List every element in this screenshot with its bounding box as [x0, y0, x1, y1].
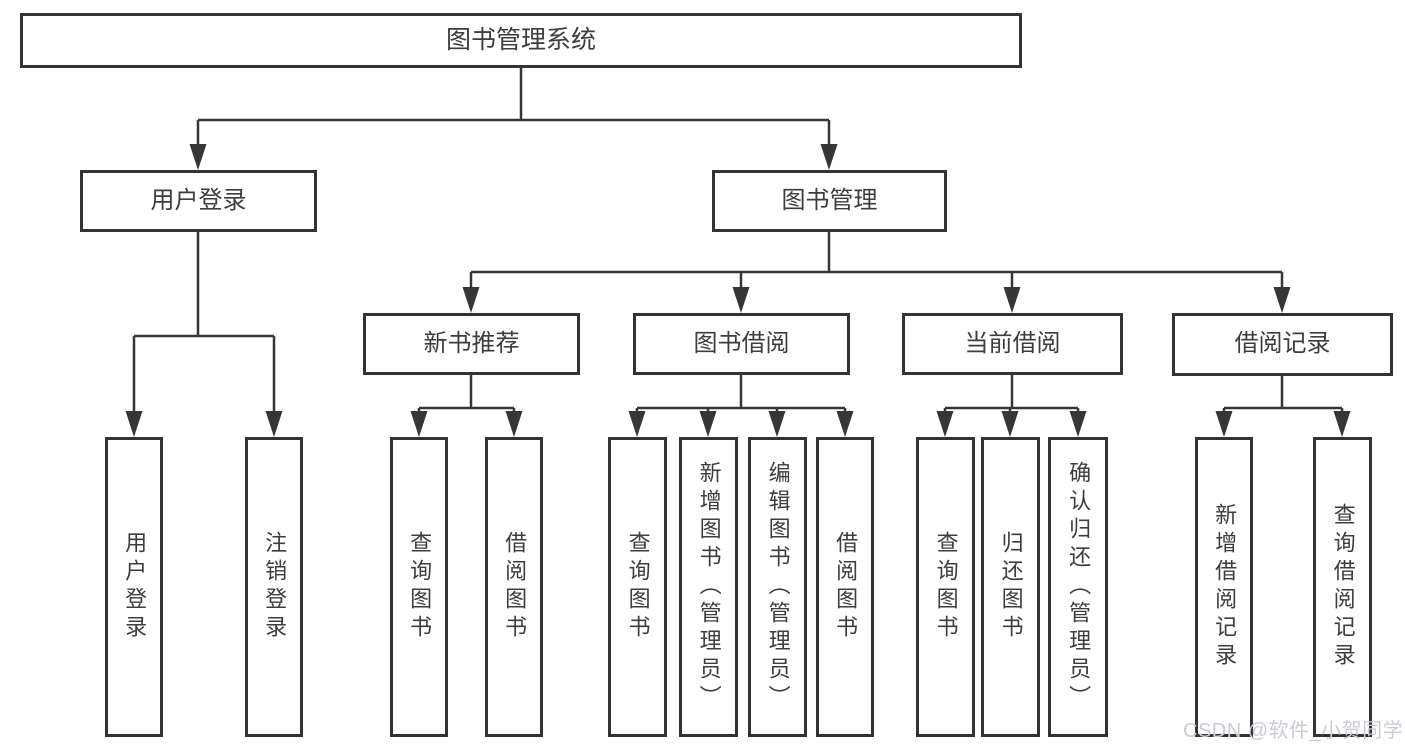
arrowhead-icon — [1215, 411, 1233, 437]
node-new-book-recommend: 新书推荐 — [363, 313, 580, 375]
arrowhead-icon — [836, 411, 854, 437]
node-label: 查询图书 — [933, 531, 959, 643]
arrowhead-icon — [265, 411, 283, 437]
node-leaf-query-books-3: 查询图书 — [916, 437, 975, 737]
node-leaf-borrow-books-1: 借阅图书 — [485, 437, 543, 737]
node-leaf-query-record: 查询借阅记录 — [1313, 437, 1372, 737]
node-label: 归还图书 — [998, 531, 1024, 643]
arrowhead-icon — [462, 287, 480, 313]
arrowhead-icon — [936, 411, 954, 437]
node-label: 当前借阅 — [964, 329, 1061, 357]
node-label: 图书借阅 — [693, 329, 790, 357]
node-label: 查询借阅记录 — [1330, 503, 1356, 671]
arrowhead-icon — [189, 144, 207, 170]
node-leaf-return-books: 归还图书 — [981, 437, 1040, 737]
node-current-borrowing: 当前借阅 — [902, 313, 1123, 375]
node-leaf-logout: 注销登录 — [245, 437, 303, 737]
node-label: 用户登录 — [150, 186, 247, 214]
arrowhead-icon — [1333, 411, 1351, 437]
node-book-management: 图书管理 — [712, 170, 947, 232]
node-user-login: 用户登录 — [80, 170, 317, 232]
arrowhead-icon — [1003, 287, 1021, 313]
csdn-watermark: CSDN @软件_小贺同学 — [1183, 720, 1404, 742]
arrowhead-icon — [1001, 411, 1019, 437]
arrowhead-icon — [628, 411, 646, 437]
arrowhead-icon — [125, 411, 143, 437]
node-root: 图书管理系统 — [20, 13, 1022, 68]
arrowhead-icon — [1273, 287, 1291, 313]
node-label: 新书推荐 — [423, 329, 520, 357]
node-book-borrowing: 图书借阅 — [633, 313, 850, 375]
node-label: 图书管理 — [781, 186, 878, 214]
node-borrowing-records: 借阅记录 — [1172, 313, 1393, 376]
node-label: 借阅记录 — [1234, 330, 1331, 358]
node-label: 借阅图书 — [833, 531, 859, 643]
node-leaf-query-books-2: 查询图书 — [608, 437, 667, 737]
node-leaf-add-record: 新增借阅记录 — [1195, 437, 1253, 737]
arrowhead-icon — [505, 411, 523, 437]
node-leaf-borrow-books-2: 借阅图书 — [816, 437, 874, 737]
node-label: 用户登录 — [122, 531, 148, 643]
node-label: 图书管理系统 — [445, 25, 596, 54]
node-label: 新增图书（管理员） — [696, 461, 722, 713]
arrowhead-icon — [1069, 411, 1087, 437]
node-label: 注销登录 — [262, 531, 288, 643]
node-label: 查询图书 — [625, 531, 651, 643]
node-leaf-query-books-1: 查询图书 — [390, 437, 448, 737]
node-label: 新增借阅记录 — [1212, 503, 1238, 671]
arrowhead-icon — [410, 411, 428, 437]
node-leaf-confirm-return: 确认归还（管理员） — [1048, 437, 1108, 737]
arrowhead-icon — [820, 144, 838, 170]
node-leaf-user-login: 用户登录 — [105, 437, 163, 737]
node-leaf-edit-books: 编辑图书（管理员） — [748, 437, 807, 737]
arrowhead-icon — [732, 287, 750, 313]
arrowhead-icon — [699, 411, 717, 437]
node-label: 借阅图书 — [502, 531, 528, 643]
node-label: 编辑图书（管理员） — [765, 461, 791, 713]
node-leaf-add-books: 新增图书（管理员） — [679, 437, 738, 737]
node-label: 确认归还（管理员） — [1066, 461, 1092, 713]
arrowhead-icon — [768, 411, 786, 437]
node-label: 查询图书 — [407, 531, 433, 643]
